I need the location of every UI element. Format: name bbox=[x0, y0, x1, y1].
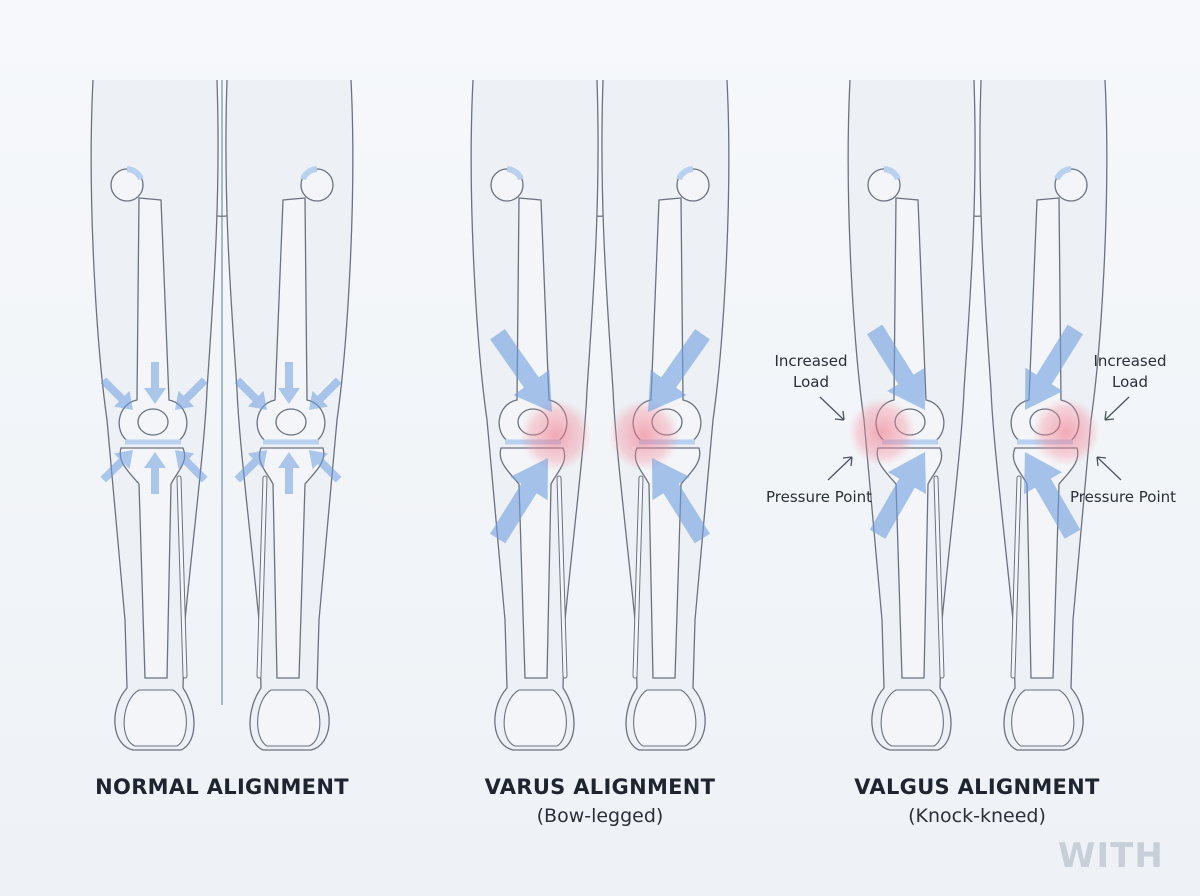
left-leg bbox=[91, 80, 218, 750]
valgus-alignment-figure bbox=[819, 80, 1130, 750]
valgus-alignment-subtitle: (Knock-kneed) bbox=[908, 805, 1046, 827]
varus-alignment-subtitle: (Bow-legged) bbox=[536, 805, 664, 827]
pressure-point-glow bbox=[1032, 398, 1100, 466]
varus-alignment-title: VARUS ALIGNMENT bbox=[484, 775, 716, 799]
pressure-point-glow bbox=[608, 399, 680, 471]
pointer-arrows bbox=[819, 396, 1130, 481]
pressure-point-glow bbox=[520, 399, 592, 471]
valgus-alignment-title: VALGUS ALIGNMENT bbox=[854, 775, 1100, 799]
watermark-logo: WITH bbox=[1058, 836, 1164, 876]
increased-load-label-right: Increased Load bbox=[1093, 352, 1167, 391]
pressure-point-label-left: Pressure Point bbox=[765, 488, 873, 506]
varus-alignment-figure bbox=[471, 80, 729, 750]
increased-load-label-left: Increased Load bbox=[774, 352, 848, 391]
pressure-point-label-right: Pressure Point bbox=[1069, 488, 1177, 506]
right-leg bbox=[226, 80, 353, 750]
pressure-point-glow bbox=[848, 398, 916, 466]
normal-alignment-title: NORMAL ALIGNMENT bbox=[95, 775, 349, 799]
normal-alignment-figure bbox=[91, 80, 353, 750]
